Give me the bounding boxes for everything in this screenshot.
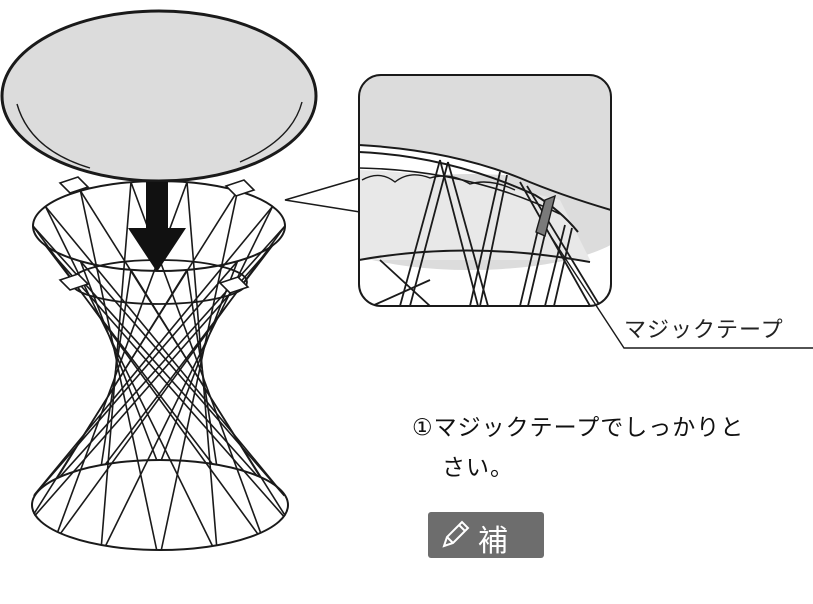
instruction-line-1: ①マジックテープでしっかりと	[412, 415, 745, 441]
velcro-callout-label: マジックテープ	[624, 318, 784, 343]
detail-inset	[358, 74, 612, 307]
pencil-icon	[442, 520, 470, 548]
frame-wire	[79, 190, 285, 515]
frame-wire	[59, 225, 286, 477]
velcro-tab	[58, 176, 256, 294]
frame-wire	[32, 225, 259, 477]
frame-wire	[79, 190, 158, 551]
frame-wire	[34, 205, 274, 495]
frame-wire	[44, 205, 284, 495]
frame-wire	[33, 190, 239, 515]
instruction-step-1: ①マジックテープでしっかりと さい。	[412, 408, 813, 488]
frame-wire	[160, 260, 239, 461]
velcro-leader-line	[547, 231, 813, 349]
frame-wire	[32, 225, 259, 535]
assembly-diagram	[0, 9, 813, 551]
frame-wire	[186, 182, 218, 546]
instruction-line-2: さい。	[442, 455, 514, 481]
frame-wire	[44, 206, 214, 547]
frame-bottom-ring	[31, 459, 289, 551]
frame-wire	[104, 206, 274, 547]
frame-wire	[100, 182, 132, 546]
detail-pointer-line	[284, 177, 361, 213]
down-arrow-icon	[128, 182, 186, 272]
note-badge-label: 補足	[478, 524, 516, 603]
frame-wire	[79, 260, 158, 461]
seat-cushion	[0, 9, 318, 183]
note-badge: 補足	[428, 512, 544, 603]
frame-wire	[160, 190, 239, 551]
frame-wire	[104, 245, 274, 465]
